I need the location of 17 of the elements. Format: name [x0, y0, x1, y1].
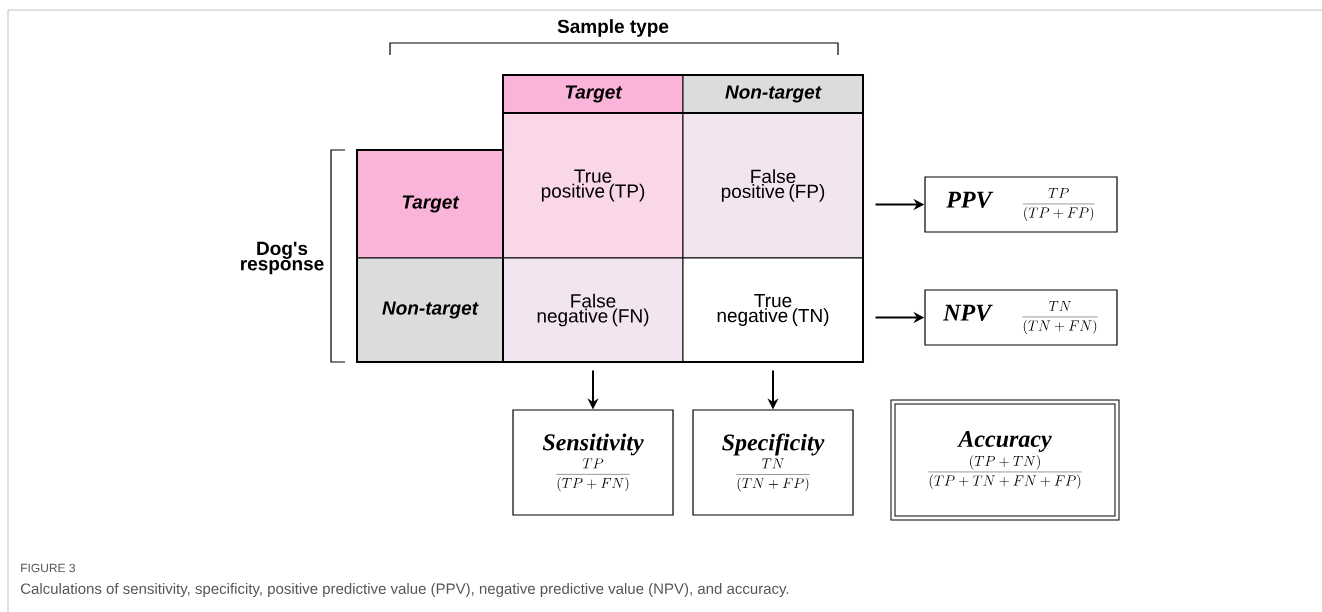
formula-box: PPV $\frac{TP}{(TP+FP)}$	[924, 176, 1118, 233]
header-cell: Target	[502, 74, 684, 114]
caption: Calculations of sensitivity, specificity, positive predictive value (PPV), negative predictive value (NPV), and accuracy.	[21, 583, 789, 597]
axis-title: Sample type	[557, 19, 669, 37]
formula-box: Sensitivity $\frac{TP}{(TP+FN)}$	[512, 409, 674, 516]
formula-box: Specificity $\frac{TN}{(TN+FP)}$	[692, 409, 854, 516]
matrix-cell: True positive (TP)	[502, 112, 684, 259]
header-cell: Target	[356, 149, 504, 259]
header-cell: Non-target	[682, 74, 864, 114]
matrix-cell: True negative (TN)	[682, 257, 864, 363]
formula-box: NPV $\frac{TN}{(TN+FN)}$	[924, 289, 1118, 346]
figure-label: FIGURE 3	[21, 563, 75, 573]
header-cell: Non-target	[356, 257, 504, 363]
matrix-cell: False positive (FP)	[682, 112, 864, 259]
formula-box: Accuracy $\frac{(TP+TN)}{(TP+TN+FN+FP)}$	[890, 399, 1120, 521]
matrix-cell: False negative (FN)	[502, 257, 684, 363]
axis-title: Dog's response	[241, 241, 324, 275]
